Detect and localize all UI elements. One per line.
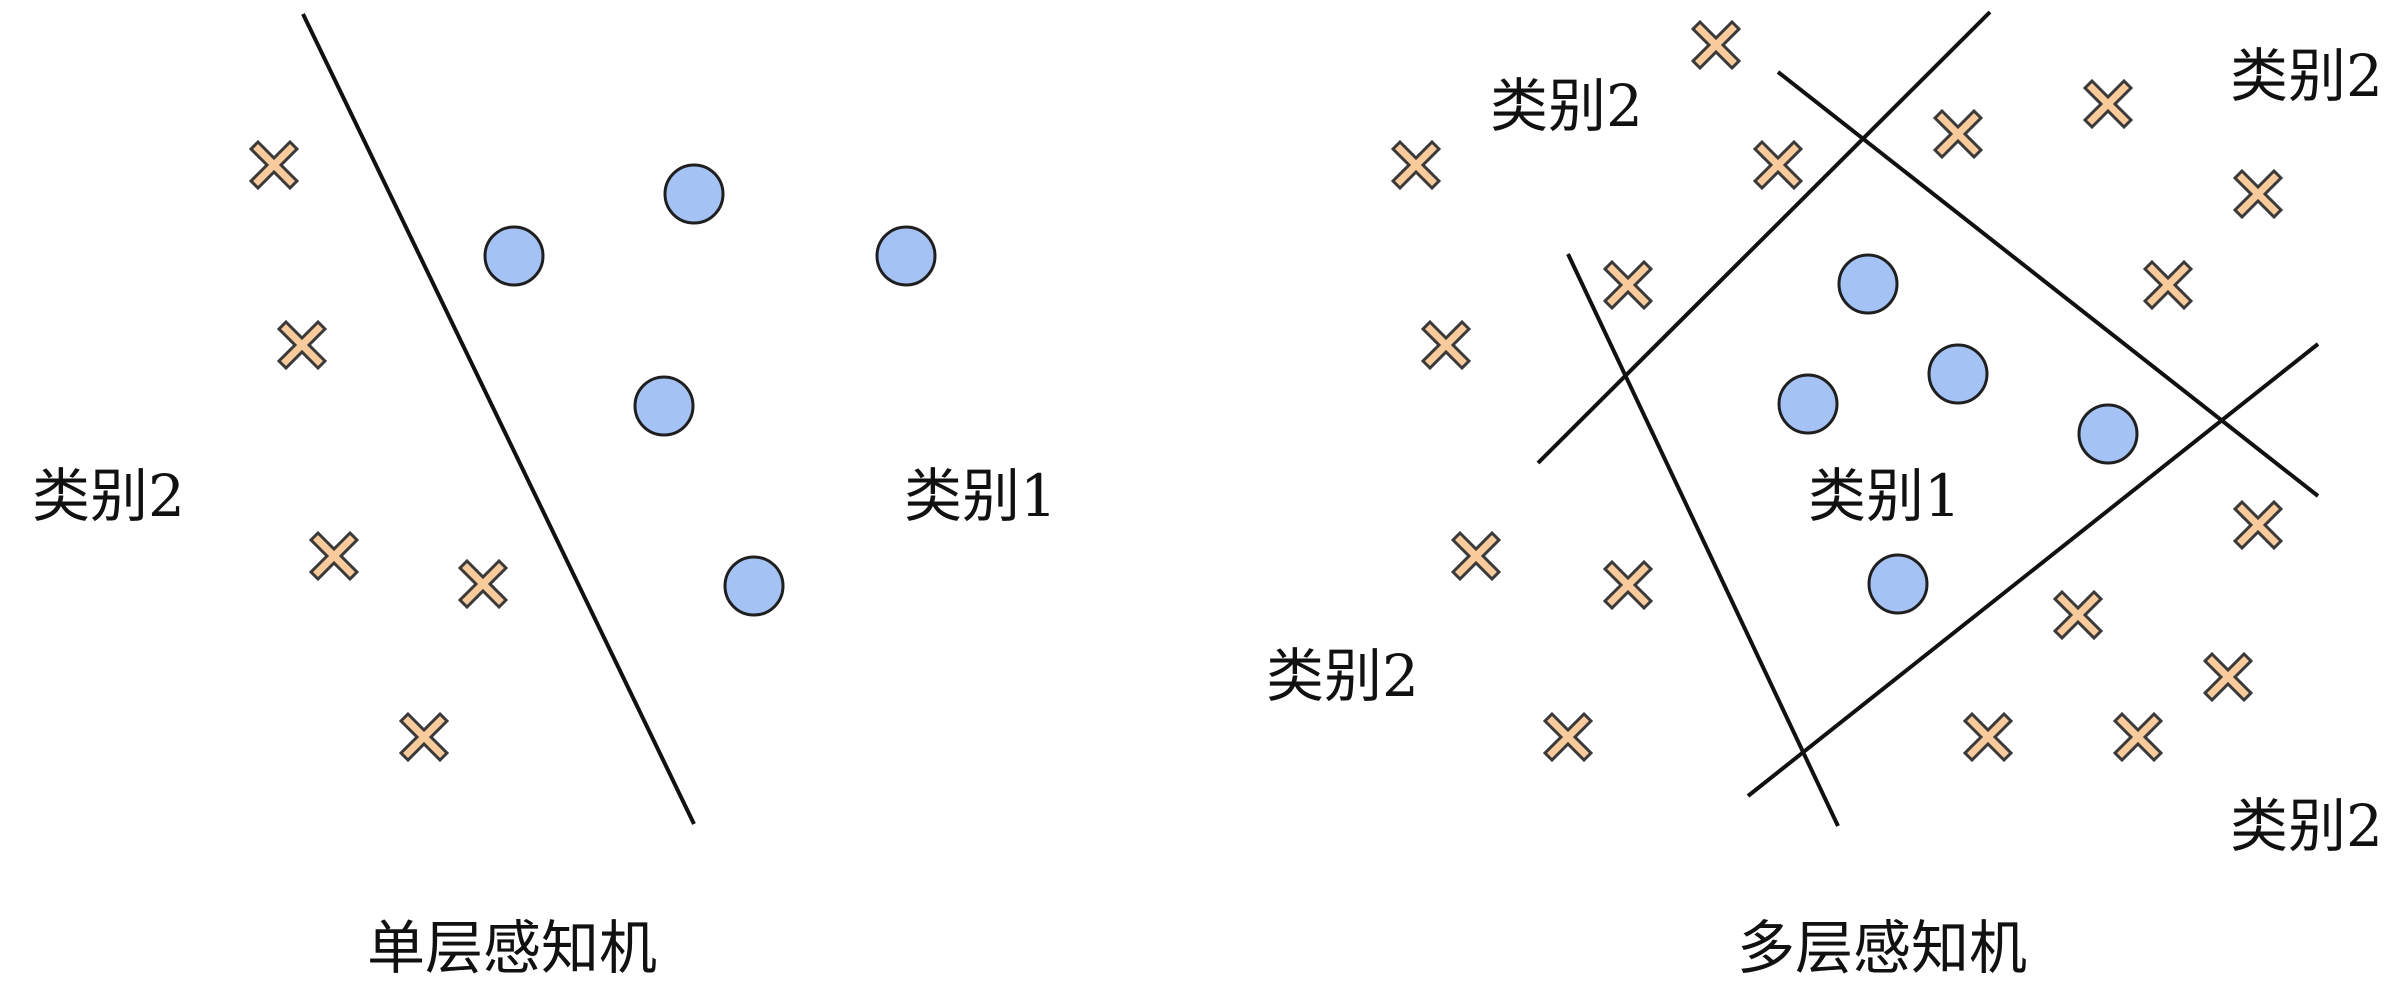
class2-cross-icon bbox=[2143, 260, 2193, 310]
class2-cross-icon bbox=[1543, 712, 1593, 762]
class2-cross-icon bbox=[1451, 531, 1501, 581]
right-decision-line-3 bbox=[1566, 253, 1840, 827]
right-class2-label-top-left: 类别2 bbox=[1490, 72, 1643, 140]
left-class2-points bbox=[249, 140, 508, 762]
class2-cross-icon bbox=[1603, 560, 1653, 610]
class2-cross-icon bbox=[458, 559, 508, 609]
class2-cross-icon bbox=[2083, 79, 2133, 129]
class2-cross-icon bbox=[1691, 20, 1741, 70]
left-class2-label: 类别2 bbox=[32, 462, 185, 530]
class1-circle-icon bbox=[663, 163, 725, 225]
left-class1-points bbox=[483, 163, 937, 617]
right-class2-label-top-right: 类别2 bbox=[2230, 42, 2383, 110]
right-decision-line-1 bbox=[1536, 10, 1992, 465]
class1-circle-icon bbox=[1777, 373, 1839, 435]
class1-circle-icon bbox=[723, 555, 785, 617]
class2-cross-icon bbox=[2233, 500, 2283, 550]
class2-cross-icon bbox=[1603, 260, 1653, 310]
class1-circle-icon bbox=[1927, 343, 1989, 405]
class2-cross-icon bbox=[2203, 652, 2253, 702]
left-panel-title: 单层感知机 bbox=[367, 914, 657, 982]
class2-cross-icon bbox=[277, 320, 327, 370]
left-class1-label: 类别1 bbox=[904, 462, 1057, 530]
class1-circle-icon bbox=[875, 225, 937, 287]
left-panel: 类别2 类别1 单层感知机 bbox=[32, 13, 1057, 982]
class1-circle-icon bbox=[1867, 553, 1929, 615]
right-class1-label: 类别1 bbox=[1808, 462, 1961, 530]
class1-circle-icon bbox=[2077, 403, 2139, 465]
class2-cross-icon bbox=[309, 531, 359, 581]
right-class2-label-bottom-right: 类别2 bbox=[2230, 792, 2383, 860]
class2-cross-icon bbox=[399, 712, 449, 762]
right-class1-points bbox=[1777, 253, 2139, 615]
right-class2-label-bottom-left: 类别2 bbox=[1266, 642, 1419, 710]
left-decision-line bbox=[301, 13, 696, 825]
class2-cross-icon bbox=[1963, 712, 2013, 762]
right-decision-line-4 bbox=[1746, 342, 2320, 798]
right-panel-title: 多层感知机 bbox=[1737, 914, 2027, 982]
right-decision-line-2 bbox=[1776, 70, 2320, 498]
class2-cross-icon bbox=[2233, 169, 2283, 219]
class2-cross-icon bbox=[2113, 712, 2163, 762]
class1-circle-icon bbox=[633, 375, 695, 437]
class1-circle-icon bbox=[1837, 253, 1899, 315]
class1-circle-icon bbox=[483, 225, 545, 287]
right-panel: 类别2 类别2 类别2 类别2 类别1 多层感知机 bbox=[1266, 10, 2383, 982]
class2-cross-icon bbox=[2053, 590, 2103, 640]
class2-cross-icon bbox=[249, 140, 299, 190]
class2-cross-icon bbox=[1391, 140, 1441, 190]
class2-cross-icon bbox=[1753, 140, 1803, 190]
class2-cross-icon bbox=[1933, 109, 1983, 159]
class2-cross-icon bbox=[1421, 320, 1471, 370]
